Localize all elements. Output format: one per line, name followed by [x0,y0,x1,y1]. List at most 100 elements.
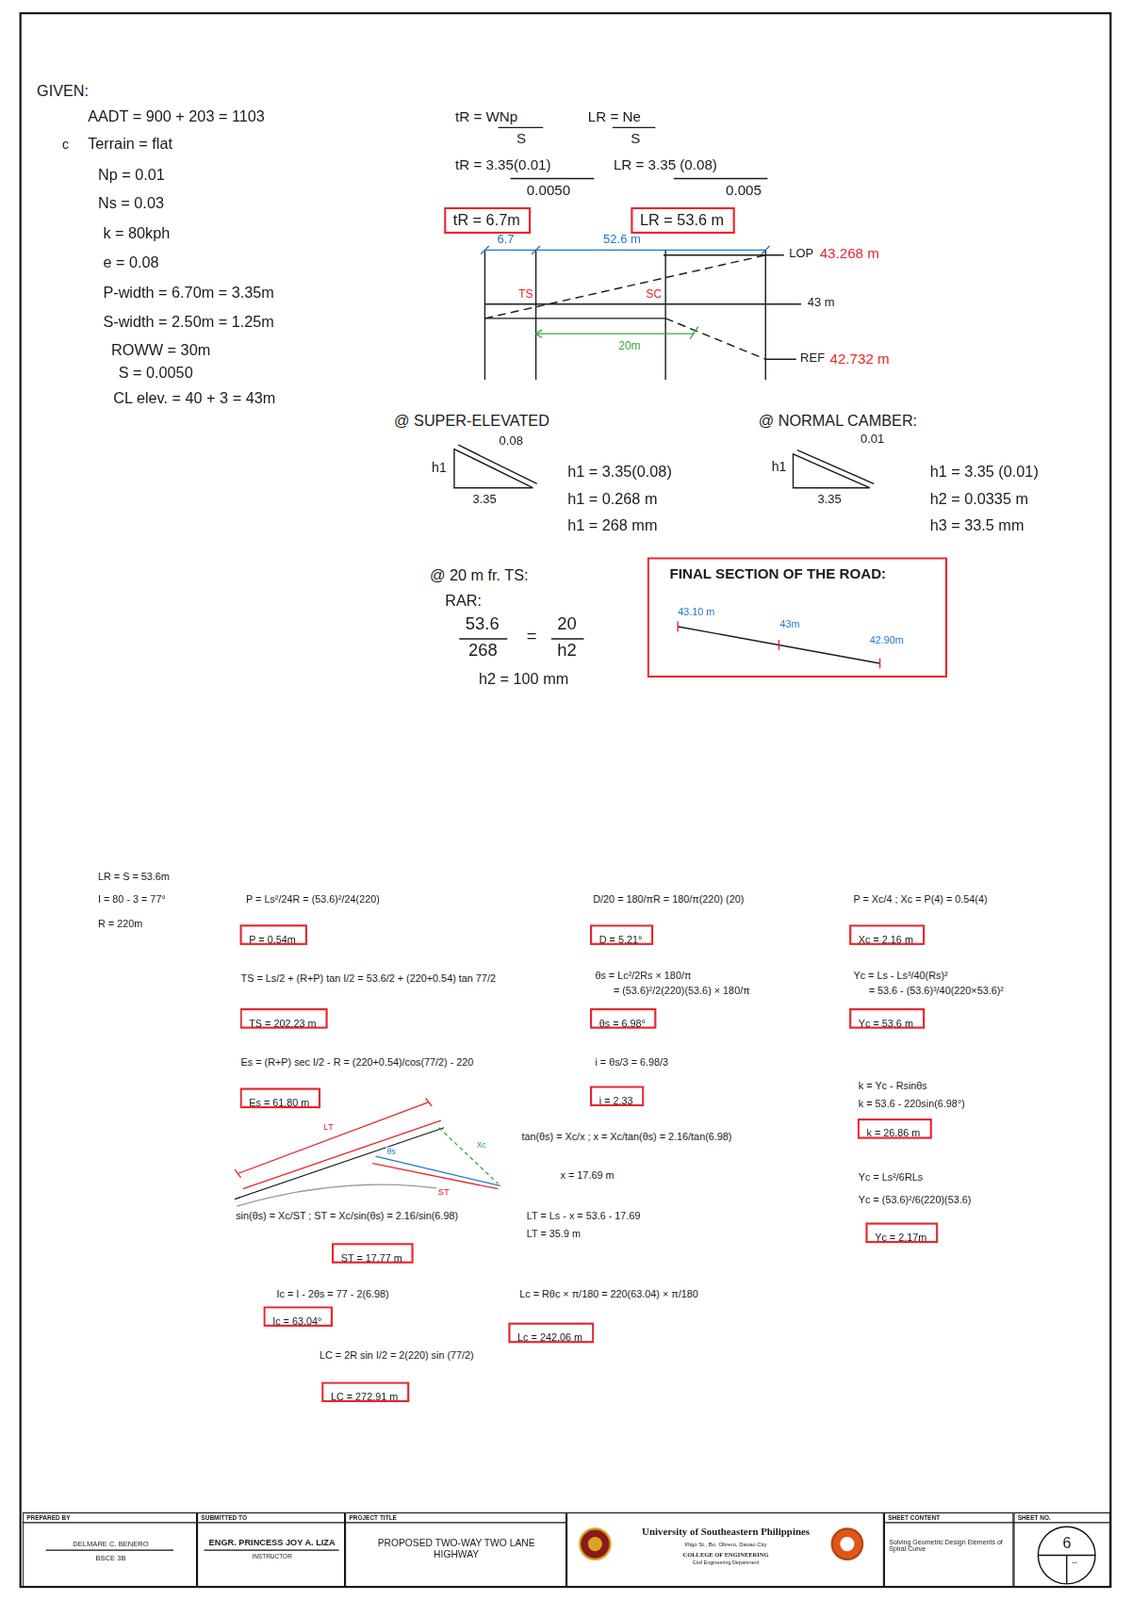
spiral-curve-sketch [376,1156,501,1186]
dimension-label: 43.268 m [819,245,881,262]
superelevation-runoff-diagram [665,318,766,360]
formula-text: TS = Ls/2 + (R+P) tan I/2 = 53.6/2 + (22… [240,972,498,984]
result-box: Yc = 53.6 m [849,1008,925,1030]
box-text: INSTRUCTOR [197,1553,346,1560]
fraction-bar [612,127,656,129]
dimension-line-blue [484,249,766,251]
fraction-bar [551,638,585,640]
fraction-bar [458,127,768,640]
given-data: GIVEN: [35,81,90,100]
result-text: Lc = 242.06 m [517,1331,583,1345]
university-logo [579,1528,610,1559]
formula-text: 43 m [806,295,836,311]
box-heading: SHEET NO. [1017,1514,1051,1522]
spiral-curve-sketch [426,1098,432,1107]
formula-text: x = 17.69 m [559,1169,616,1181]
result-box: k = 26.86 m [857,1118,933,1140]
dimension-line-blue [480,245,490,255]
final-road-section-line [879,658,881,670]
formula-text: Ic = I - 2θs = 77 - 2(6.98) [275,1288,390,1300]
formula-text: 268 [467,640,499,661]
sheet-number-circle [1037,1526,1096,1585]
result-text: Yc = 2.17m [874,1231,927,1245]
formula-text: k = 53.6 - 220sin(6.98°) [857,1098,967,1110]
fraction-bar [673,178,769,180]
dimension-label: Xc [475,1141,488,1151]
formula-text: Es = (R+P) sec I/2 - R = (220+0.54)/cos(… [240,1056,476,1068]
formula-text: D/20 = 180/πR = 180/π(220) (20) [591,894,745,906]
given-data: S = 0.0050 [117,363,195,382]
formula-text: LOP [787,246,815,262]
formula-text: h1 = 3.35(0.08) [566,462,673,481]
given-data: Terrain = flat [86,134,174,153]
formula-text: h1 = 268 mm [566,516,658,535]
dimension-line-green [689,327,699,340]
final-road-section-line [677,622,880,670]
formula-text: LC = 2R sin I/2 = 2(220) sin (77/2) [318,1349,476,1361]
university-logo [839,1537,854,1552]
formula-text: REF [799,352,826,367]
dimension-label: 42.732 m [828,349,890,366]
title-block-cell: University of Southeastern PhilippinesIñ… [566,1512,885,1588]
spiral-curve-sketch [234,1128,444,1200]
formula-text: LR = 3.35 (0.08) [612,156,719,173]
result-text: Yc = 53.6 m [858,1017,914,1031]
box-text: COLLEGE OF ENGINEERING [623,1551,829,1558]
result-box: i = 2.33 [590,1085,644,1107]
box-text: 43.10 m [677,606,715,618]
formula-text: h1 = 3.35 (0.01) [929,462,1040,481]
result-box: ST = 17.77 m [331,1243,414,1264]
result-box: Xc = 2.16 m [849,924,925,946]
formula-text: 0.01 [859,432,886,447]
given-data: CL elev. = 40 + 3 = 43m [112,389,277,408]
superelevation-runoff-diagram [765,249,767,380]
box-text: PROPOSED TWO-WAY TWO LANE HIGHWAY [364,1538,549,1561]
formula-text: 3.35 [471,492,497,508]
formula-text: S [515,130,527,147]
formula-text: i = θs/3 = 6.98/3 [593,1056,670,1068]
spiral-curve-sketch [234,1098,501,1207]
result-text: tR = 6.7m [453,211,521,230]
formula-text: R = 220m [97,918,144,931]
title-block-rule [22,1522,567,1524]
result-text: k = 26.86 m [866,1128,920,1141]
crown-slope-triangle [454,449,533,489]
formula-text: h3 = 33.5 mm [929,516,1026,535]
formula-text: = (53.6)²/2(220)(53.6) × 180/π [612,984,752,997]
crown-slope-triangle [793,454,870,489]
result-box: Ic = 63.04° [262,1306,333,1328]
dimension-label: ST [437,1187,452,1198]
sheet-border [20,13,1112,1588]
box-text: BSCE 3B [23,1554,198,1563]
formula-text: = 53.6 - (53.6)³/40(220×53.6)² [868,984,1005,997]
sheet-number-circle [1065,1556,1067,1585]
result-box: Es = 61.80 m [240,1088,322,1110]
given-data: AADT = 900 + 203 = 1103 [86,107,266,126]
given-data: S-width = 2.50m = 1.25m [101,311,276,330]
formula-text: 53.6 [464,614,501,635]
box-heading: University of Southeastern Philippines [623,1525,829,1538]
formula-text: h1 [770,459,788,476]
box-text: ENGR. PRINCESS JOY A. LIZA [197,1538,346,1549]
formula-text: Yc = (53.6)²/6(220)(53.6) [857,1194,973,1206]
superelevation-runoff-diagram [484,255,766,319]
formula-text: h2 = 0.0335 m [929,490,1030,509]
formula-text: sin(θs) = Xc/ST ; ST = Xc/sin(θs) = 2.16… [234,1210,459,1222]
superelevation-runoff-diagram [765,359,796,361]
sheet-border [20,13,1112,1588]
result-text: Xc = 2.16 m [858,934,914,947]
dimension-label: 6.7 [495,232,515,247]
result-text: θs = 6.98° [599,1017,646,1031]
result-box: D = 5.21° [590,924,654,946]
spiral-curve-sketch [372,1163,498,1190]
result-box: LC = 272.91 m [321,1381,410,1403]
box-text: 6 [1062,1534,1071,1553]
dimension-line-blue [531,245,541,255]
formula-text: tR = WNp [454,108,519,125]
formula-text: h2 = 100 mm [477,669,570,688]
formula-text: LR = Ne [587,108,642,125]
box-heading: SUBMITTED TO [200,1514,247,1522]
crown-slope-triangle [454,444,874,488]
formula-text: LT = 35.9 m [525,1228,582,1240]
formula-text: = [525,626,539,647]
